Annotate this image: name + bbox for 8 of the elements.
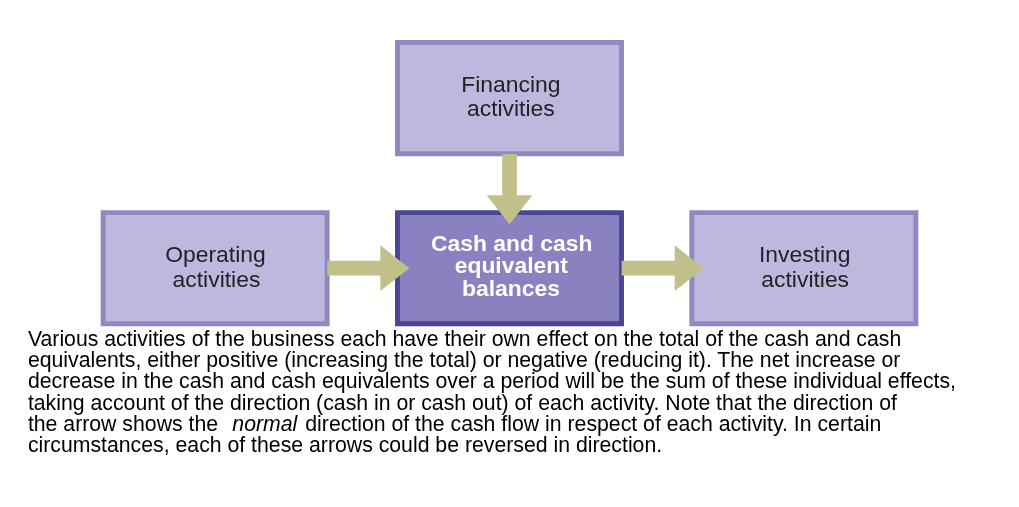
node-box: Operating activities	[100, 210, 330, 327]
node-box: Financing activities	[395, 40, 624, 157]
arrow	[621, 245, 704, 292]
arrow	[327, 245, 410, 292]
node-box: Investing activities	[689, 210, 919, 327]
node-box: Cash and cash equivalent balances	[395, 210, 624, 327]
arrow	[486, 153, 533, 225]
caption: Various activities of the business each have their own effect on the total of the cash and cash equivalents, either positive (increasing the total) or negative (reducing it). The net increase or decrease in the cash and cash equivalents over a period will be the sum of these individual effects, taking account of the direction (cash in or cash out) of each activity. Note that the direction of the arrow shows the normal direction of the cash flow in respect of each activity. In certain circumstances, each of these arrows could be reversed in direction.	[27, 326, 956, 458]
